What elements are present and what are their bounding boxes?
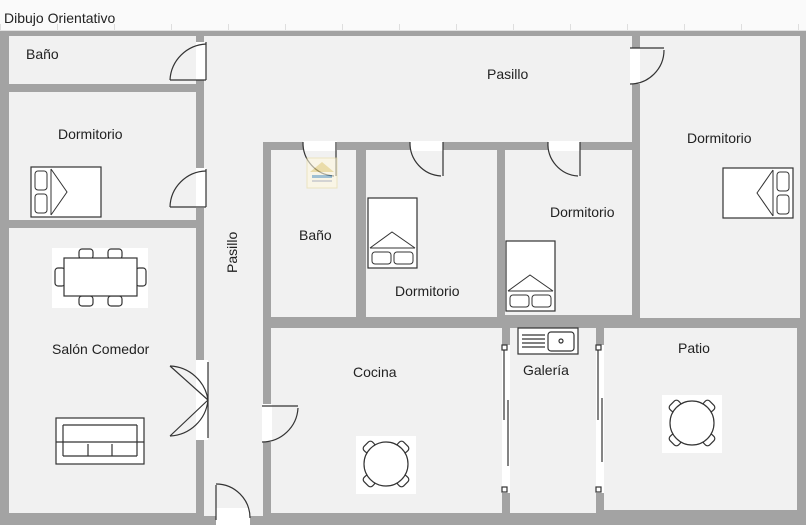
title-bar: Dibujo Orientativo [0,0,806,31]
label-galeria: Galería [523,362,569,378]
door-swing-icon [409,141,444,177]
door-swing-icon [169,362,209,438]
door-swing-icon [547,141,581,177]
ruler [0,24,806,30]
round-table-icon [356,436,416,494]
door-gap [196,42,206,80]
door-gap [548,141,580,151]
door-swing-icon [215,483,251,520]
double-bed-icon [505,240,556,312]
door-gap [196,360,208,440]
double-bed-icon [722,167,794,219]
door-swing-icon [261,405,299,443]
label-dormitorio-center-right: Dormitorio [550,204,615,220]
double-bed-icon [367,197,418,269]
floor-galeria [510,328,596,513]
label-bano-center: Baño [299,227,332,243]
door-gap [303,141,337,151]
door-gap [630,48,640,84]
document-title: Dibujo Orientativo [4,10,116,26]
floor-pasillo-top [204,36,632,142]
double-bed-icon [30,166,102,218]
door-swing-icon [169,42,207,81]
logo-watermark-icon [306,157,338,189]
label-patio: Patio [678,340,710,356]
sink-icon [517,327,579,355]
label-dormitorio-left: Dormitorio [58,126,123,142]
label-bano-top: Baño [26,46,59,62]
floor-bano-top [9,36,196,84]
label-salon: Salón Comedor [52,341,150,357]
sliding-door-icon [501,344,604,493]
door-gap [196,168,206,208]
room-floors [9,36,800,516]
room-labels: Baño Dormitorio Salón Comedor Pasillo Pa… [26,46,752,380]
door-swing-icon [629,47,665,85]
label-dormitorio-center: Dormitorio [395,283,460,299]
door-swing-icon [169,169,207,208]
door-gap [410,141,443,151]
label-dormitorio-right: Dormitorio [687,130,752,146]
door-gap [216,508,250,525]
dining-table-icon [52,248,148,308]
door-gap [262,404,272,442]
label-cocina: Cocina [353,364,397,380]
sofa-icon [55,417,145,465]
label-pasillo-vertical: Pasillo [224,232,240,273]
round-table-icon [662,395,722,453]
doors [169,42,665,525]
label-pasillo-top: Pasillo [487,66,528,82]
